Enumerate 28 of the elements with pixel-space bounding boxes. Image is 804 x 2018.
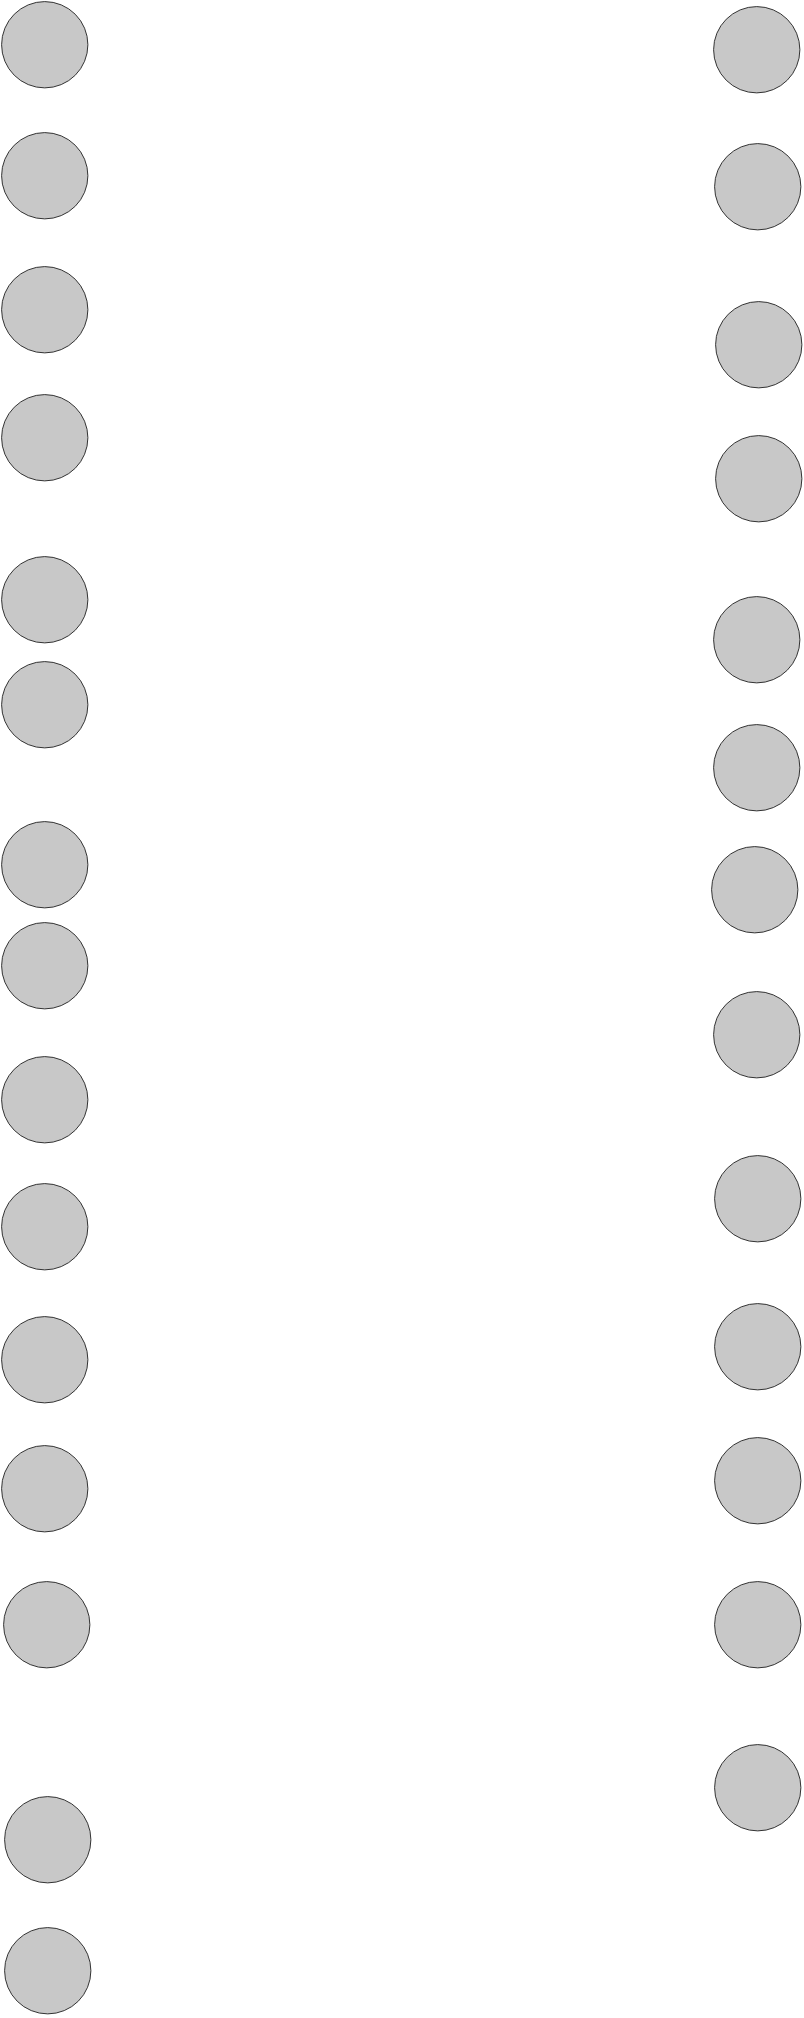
- circle-shape: [715, 301, 803, 389]
- circle-shape: [1, 1444, 89, 1533]
- circle-shape: [1, 1056, 89, 1144]
- circle-shape: [1, 555, 89, 644]
- circle-shape: [711, 846, 799, 934]
- circle-shape: [713, 1581, 802, 1669]
- circle-shape: [1, 1, 89, 89]
- circle-shape: [1, 393, 89, 482]
- circle-shape: [1, 1316, 89, 1404]
- circle-shape: [1, 922, 89, 1010]
- circle-shape: [1, 132, 89, 220]
- circle-shape: [712, 724, 801, 812]
- circle-shape: [713, 1436, 802, 1525]
- circle-shape: [713, 1744, 802, 1832]
- circle-shape: [712, 6, 801, 94]
- circle-shape: [712, 990, 801, 1078]
- circle-shape: [712, 595, 801, 684]
- circle-shape: [1, 661, 89, 749]
- circle-shape: [713, 1155, 802, 1243]
- circle-shape: [2, 1581, 91, 1669]
- circle-shape: [715, 434, 803, 523]
- circle-shape: [1, 820, 89, 909]
- circle-shape: [713, 142, 802, 231]
- circle-shape: [1, 266, 89, 354]
- circle-shape: [3, 1795, 92, 1884]
- circle-shape: [713, 1303, 802, 1391]
- circle-shape: [3, 1927, 92, 2015]
- circle-shape: [1, 1183, 89, 1271]
